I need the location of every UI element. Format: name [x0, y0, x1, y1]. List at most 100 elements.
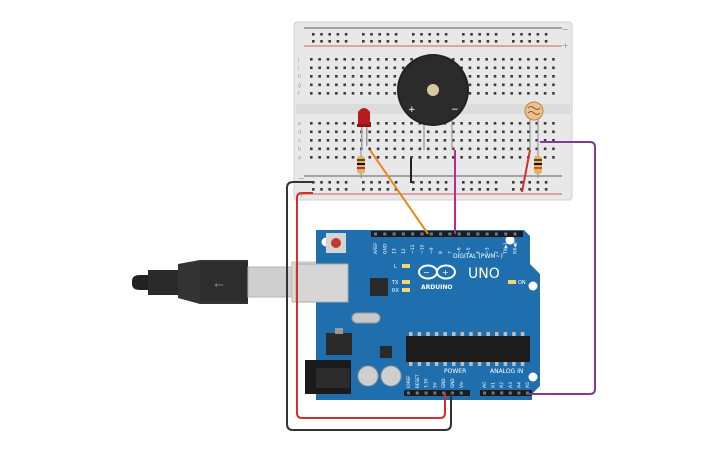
digital-pin-hole[interactable]	[411, 232, 415, 236]
digital-pin-hole[interactable]	[420, 232, 424, 236]
breadboard-hole	[385, 130, 388, 134]
digital-pin-hole[interactable]	[494, 232, 498, 236]
digital-pin-label: 8	[438, 251, 444, 254]
breadboard-hole	[468, 156, 472, 159]
rail-hole	[378, 181, 381, 184]
digital-pin-hole[interactable]	[467, 232, 470, 236]
arduino-uno-board[interactable]: L TX RX ON − + UNO ARDUINO DIGITAL (PWM~…	[295, 230, 540, 400]
breadboard-hole	[335, 147, 338, 151]
digital-pin-hole[interactable]	[429, 232, 433, 236]
breadboard-hole	[518, 75, 522, 78]
digital-pin-hole[interactable]	[513, 232, 517, 236]
photoresistor[interactable]	[524, 101, 544, 150]
digital-pin-hole[interactable]	[401, 232, 405, 236]
power-pin-hole[interactable]	[451, 391, 454, 395]
analog-pin-hole[interactable]	[526, 391, 529, 395]
row-letter: a	[298, 155, 301, 161]
breadboard-hole	[535, 130, 539, 134]
rail-hole	[370, 188, 373, 191]
digital-pin-label: 2	[494, 251, 500, 254]
digital-pin-hole[interactable]	[485, 232, 489, 236]
breadboard-hole	[527, 83, 530, 87]
rail-hole	[428, 40, 431, 43]
breadboard-hole	[477, 83, 480, 87]
buzzer[interactable]: + −	[397, 54, 469, 150]
chip-pin	[477, 362, 482, 366]
breadboard-hole	[310, 139, 313, 142]
breadboard-hole	[393, 83, 397, 87]
breadboard-hole	[543, 75, 547, 78]
rail-hole	[336, 188, 340, 191]
rail-hole	[494, 181, 498, 184]
usb-cable[interactable]: ⭠	[132, 260, 321, 304]
analog-pin-hole[interactable]	[500, 391, 504, 395]
rail-hole	[336, 33, 340, 36]
breadboard-hole	[535, 83, 539, 87]
rail-hole	[528, 188, 531, 191]
analog-pin-label: A1	[491, 382, 497, 388]
breadboard-hole	[451, 147, 455, 151]
resistor-photoresistor[interactable]	[534, 150, 542, 178]
rail-holes-top	[312, 33, 548, 43]
analog-pin-hole[interactable]	[517, 391, 521, 395]
rail-hole	[544, 188, 548, 191]
breadboard-hole	[552, 83, 555, 87]
breadboard-hole	[335, 92, 338, 95]
digital-pin-hole[interactable]	[448, 232, 452, 236]
analog-pin-hole[interactable]	[483, 391, 486, 395]
breadboard-hole	[485, 147, 488, 151]
power-pin-hole[interactable]	[407, 391, 410, 395]
reset-button-cap[interactable]	[331, 238, 341, 248]
breadboard-hole	[552, 130, 555, 134]
digital-pin-hole[interactable]	[383, 232, 387, 236]
breadboard-hole	[477, 122, 480, 125]
wire-orange-led-pin11[interactable]	[369, 149, 429, 235]
breadboard-hole	[460, 147, 463, 151]
power-pin-label: 5V	[432, 382, 437, 388]
power-pin-hole[interactable]	[424, 391, 428, 395]
breadboard-hole	[393, 122, 397, 125]
wire-black-gnd[interactable]	[286, 181, 452, 431]
model-label: UNO	[468, 266, 500, 282]
digital-pin-hole[interactable]	[476, 232, 480, 236]
digital-pin-hole[interactable]	[504, 232, 508, 236]
breadboard-hole	[360, 83, 363, 87]
rail-hole	[362, 188, 365, 191]
jumper-wire-red[interactable]	[521, 149, 531, 193]
led[interactable]	[357, 108, 371, 150]
breadboard-hole	[393, 139, 397, 142]
breadboard-hole	[527, 75, 530, 78]
digital-pin-hole[interactable]	[439, 232, 443, 236]
rail-hole	[412, 40, 415, 43]
digital-pin-hole[interactable]	[392, 232, 396, 236]
digital-pin-hole[interactable]	[374, 232, 377, 236]
digital-header[interactable]	[371, 231, 523, 237]
breadboard-hole	[468, 139, 472, 142]
analog-pin-hole[interactable]	[491, 391, 495, 395]
breadboard-hole	[451, 130, 455, 134]
resistor-led[interactable]	[357, 150, 365, 178]
row-letter: i	[298, 66, 299, 72]
rail-hole	[420, 188, 423, 191]
row-letter: f	[298, 91, 300, 97]
rail-hole	[444, 40, 448, 43]
analog-pin-hole[interactable]	[508, 391, 512, 395]
power-pin-hole[interactable]	[415, 391, 419, 395]
power-header[interactable]	[404, 390, 470, 396]
wire-purple-ldr-a5[interactable]	[528, 141, 596, 395]
power-pin-hole[interactable]	[459, 391, 463, 395]
analog-pin-label: A5	[525, 382, 531, 388]
rail-hole	[412, 33, 415, 36]
breadboard-hole	[493, 147, 497, 151]
breadboard-hole	[351, 156, 355, 159]
analog-header[interactable]	[480, 390, 532, 396]
power-pin-hole[interactable]	[442, 391, 446, 395]
rail-hole	[486, 33, 490, 36]
digital-pin-label: AREF	[373, 242, 379, 254]
capacitor-1	[357, 365, 379, 387]
digital-pin-label: RX◀0	[513, 241, 519, 254]
power-pin-hole[interactable]	[433, 391, 437, 395]
digital-pin-hole[interactable]	[457, 232, 461, 236]
wire-red-5v[interactable]	[296, 192, 446, 419]
breadboard-hole	[385, 58, 388, 61]
